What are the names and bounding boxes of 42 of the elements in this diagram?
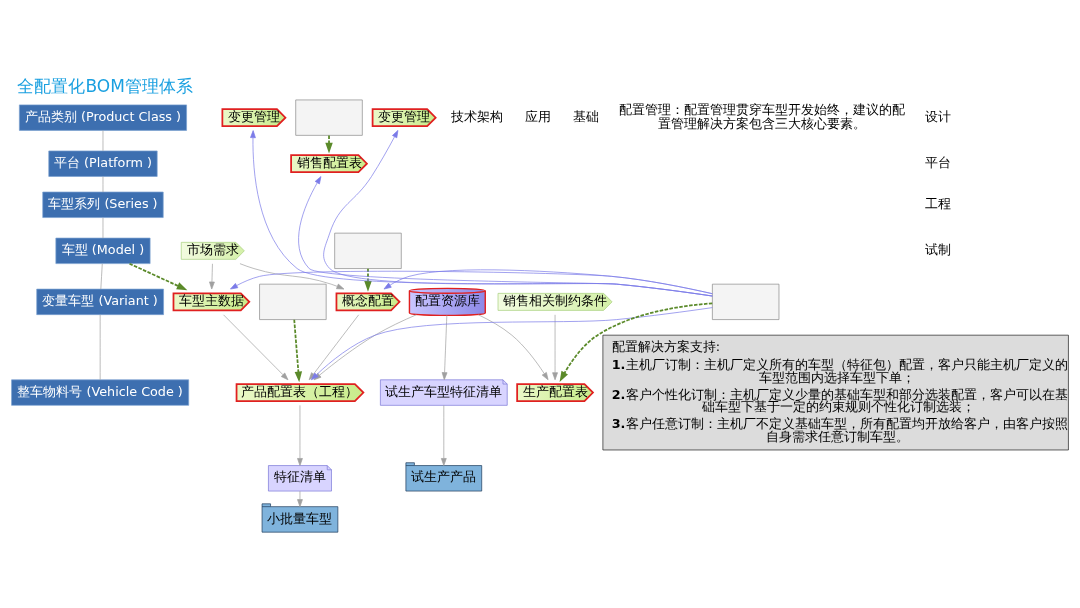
label: 技术架构	[451, 108, 504, 124]
node-box: 平台 (Platform )	[48, 150, 158, 177]
arrow	[323, 130, 713, 297]
arrow	[239, 263, 345, 290]
arrow	[477, 314, 549, 381]
label: 工程	[924, 195, 951, 211]
arrow	[128, 262, 188, 291]
node-box	[334, 232, 402, 269]
arrow	[325, 134, 333, 154]
node-box: 车型 (Model )	[55, 237, 151, 264]
diagram-title: 全配置化BOM管理体系	[17, 76, 193, 97]
arrow	[297, 490, 303, 507]
arrow	[440, 405, 447, 466]
node-box	[259, 283, 327, 320]
connector	[102, 130, 104, 152]
connector	[102, 176, 104, 193]
node-box: 整车物料号 (Vehicle Code )	[11, 379, 190, 406]
label: 设计	[924, 108, 951, 124]
arrow	[297, 405, 303, 466]
label: 应用	[525, 108, 552, 124]
label: 试制	[924, 241, 951, 257]
arrow	[364, 267, 372, 292]
arrow	[293, 318, 303, 383]
arrow	[230, 270, 713, 295]
node-box	[712, 283, 780, 320]
label: 基础	[573, 108, 600, 124]
node-box	[295, 99, 363, 136]
arrow	[250, 130, 713, 297]
node-box: 产品类别 (Product Class )	[19, 104, 187, 131]
arrow	[552, 314, 558, 381]
label: 平台	[924, 154, 951, 170]
connector	[102, 217, 104, 239]
node-box: 车型系列 (Series )	[42, 191, 164, 218]
arrow	[441, 315, 448, 381]
connector	[100, 263, 103, 290]
connector	[99, 314, 101, 381]
arrow	[223, 314, 289, 381]
label: 配置管理：配置管理贯穿车型开发始终，建议的配置管理解决方案包含三大核心要素。	[618, 101, 905, 131]
arrow	[209, 263, 215, 290]
arrow	[559, 302, 714, 382]
node-box: 配置解决方案支持: 1.主机厂订制：主机厂定义所有的车型（特征包）配置，客户只能主机厂定义的车型范围内选择车型下单； 2.客户个性化订制：主机厂定义少量的基础车型和部分选装配置，客户可以在基础车型下基于一定的约束规则个性化订制选装； 3.客户任意订制：主机厂不定义基础车型，所有配置均开放给客户，由客户按照自身需求任意订制车型。	[602, 334, 1069, 451]
node-box: 变量车型 (Variant )	[36, 288, 164, 315]
